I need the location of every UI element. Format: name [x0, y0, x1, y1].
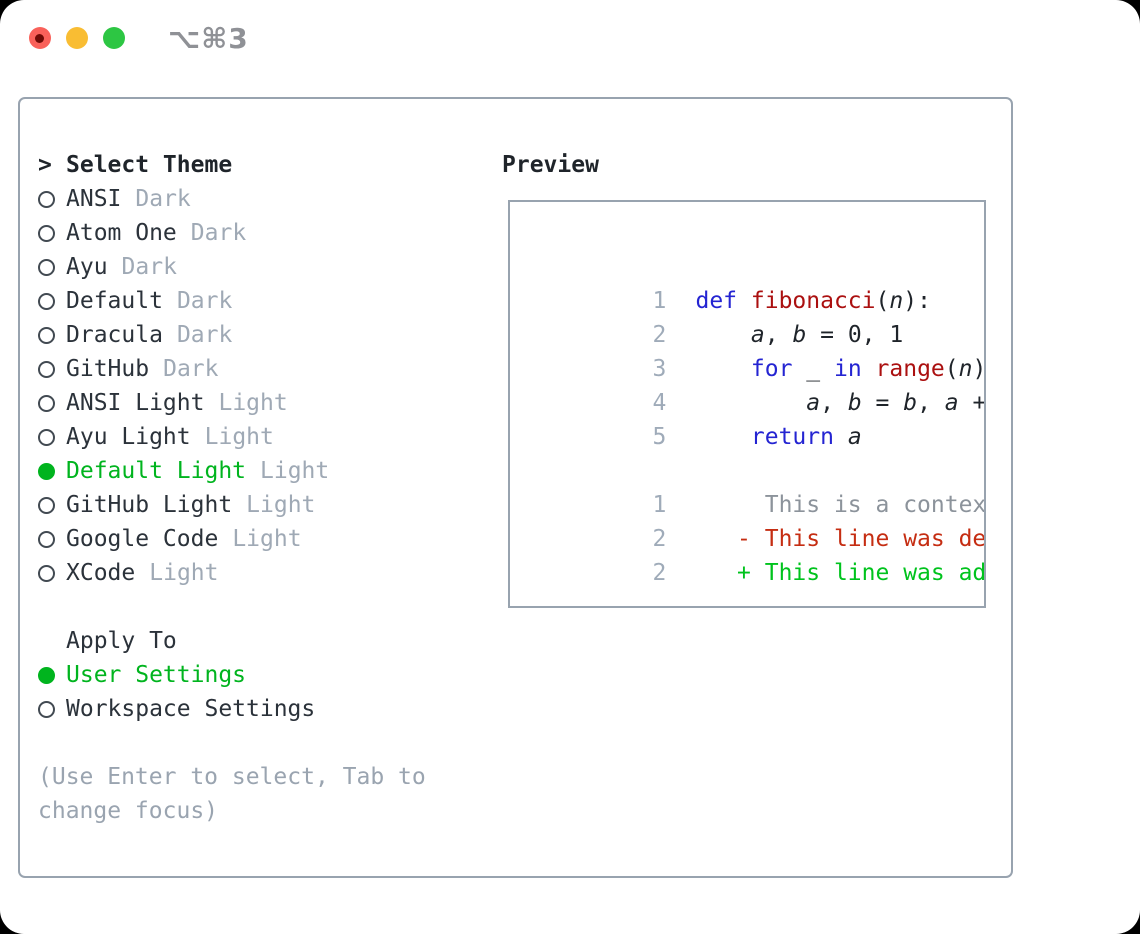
apply-to-header: Apply To — [38, 624, 315, 658]
apply-to-title: Apply To — [66, 628, 177, 654]
code-line: 2 a, b = 0, 1 — [652, 322, 904, 348]
theme-list-header: > Select Theme — [38, 148, 329, 182]
theme-picker-panel: > Select Theme ANSI Dark Atom One Dark A… — [18, 97, 1013, 878]
radio-icon — [38, 326, 66, 344]
keyboard-hint: (Use Enter to select, Tab to change focu… — [38, 760, 426, 828]
theme-option-xcode-light[interactable]: XCode Light — [38, 556, 329, 590]
hint-line-2: change focus) — [38, 798, 219, 824]
radio-icon — [38, 564, 66, 582]
traffic-light-minimize-button[interactable] — [66, 27, 88, 49]
diff-context-line: 1 This is a context line. — [652, 492, 986, 518]
preview-title: Preview — [502, 152, 599, 178]
theme-option-dracula-dark[interactable]: Dracula Dark — [38, 318, 329, 352]
radio-selected-icon — [38, 666, 66, 684]
traffic-light-zoom-button[interactable] — [103, 27, 125, 49]
apply-option-user-settings[interactable]: User Settings — [38, 658, 315, 692]
theme-list-title: Select Theme — [66, 152, 233, 178]
hint-line-1: (Use Enter to select, Tab to — [38, 764, 426, 790]
theme-list: > Select Theme ANSI Dark Atom One Dark A… — [38, 148, 329, 590]
code-line: 5 return a — [652, 424, 862, 450]
radio-icon — [38, 530, 66, 548]
radio-icon — [38, 360, 66, 378]
window-shortcut-label: ⌥⌘3 — [168, 22, 249, 55]
theme-option-atom-one-dark[interactable]: Atom One Dark — [38, 216, 329, 250]
theme-option-github-dark[interactable]: GitHub Dark — [38, 352, 329, 386]
radio-icon — [38, 292, 66, 310]
radio-icon — [38, 224, 66, 242]
theme-option-github-light[interactable]: GitHub Light Light — [38, 488, 329, 522]
theme-option-default-dark[interactable]: Default Dark — [38, 284, 329, 318]
radio-icon — [38, 190, 66, 208]
theme-option-ayu-dark[interactable]: Ayu Dark — [38, 250, 329, 284]
close-active-dot-icon — [35, 34, 44, 43]
radio-icon — [38, 258, 66, 276]
titlebar: ⌥⌘3 — [0, 0, 1140, 76]
theme-option-ayu-light[interactable]: Ayu Light Light — [38, 420, 329, 454]
theme-option-ansi-dark[interactable]: ANSI Dark — [38, 182, 329, 216]
radio-icon — [38, 428, 66, 446]
apply-option-workspace-settings[interactable]: Workspace Settings — [38, 692, 315, 726]
code-line: 3 for _ in range(n): — [652, 356, 986, 382]
radio-selected-icon — [38, 462, 66, 480]
diff-added-line: 2 + This line was added. — [652, 560, 986, 586]
theme-option-ansi-light[interactable]: ANSI Light Light — [38, 386, 329, 420]
selection-arrow-icon: > — [38, 152, 52, 178]
theme-option-default-light[interactable]: Default Light Light — [38, 454, 329, 488]
diff-deleted-line: 2 - This line was deleted. — [652, 526, 986, 552]
theme-option-google-code-light[interactable]: Google Code Light — [38, 522, 329, 556]
radio-icon — [38, 496, 66, 514]
traffic-light-close-button[interactable] — [29, 27, 51, 49]
code-line: 4 a, b = b, a + b — [652, 390, 986, 416]
radio-icon — [38, 700, 66, 718]
apply-to-section: Apply To User Settings Workspace Setting… — [38, 624, 315, 726]
radio-icon — [38, 394, 66, 412]
